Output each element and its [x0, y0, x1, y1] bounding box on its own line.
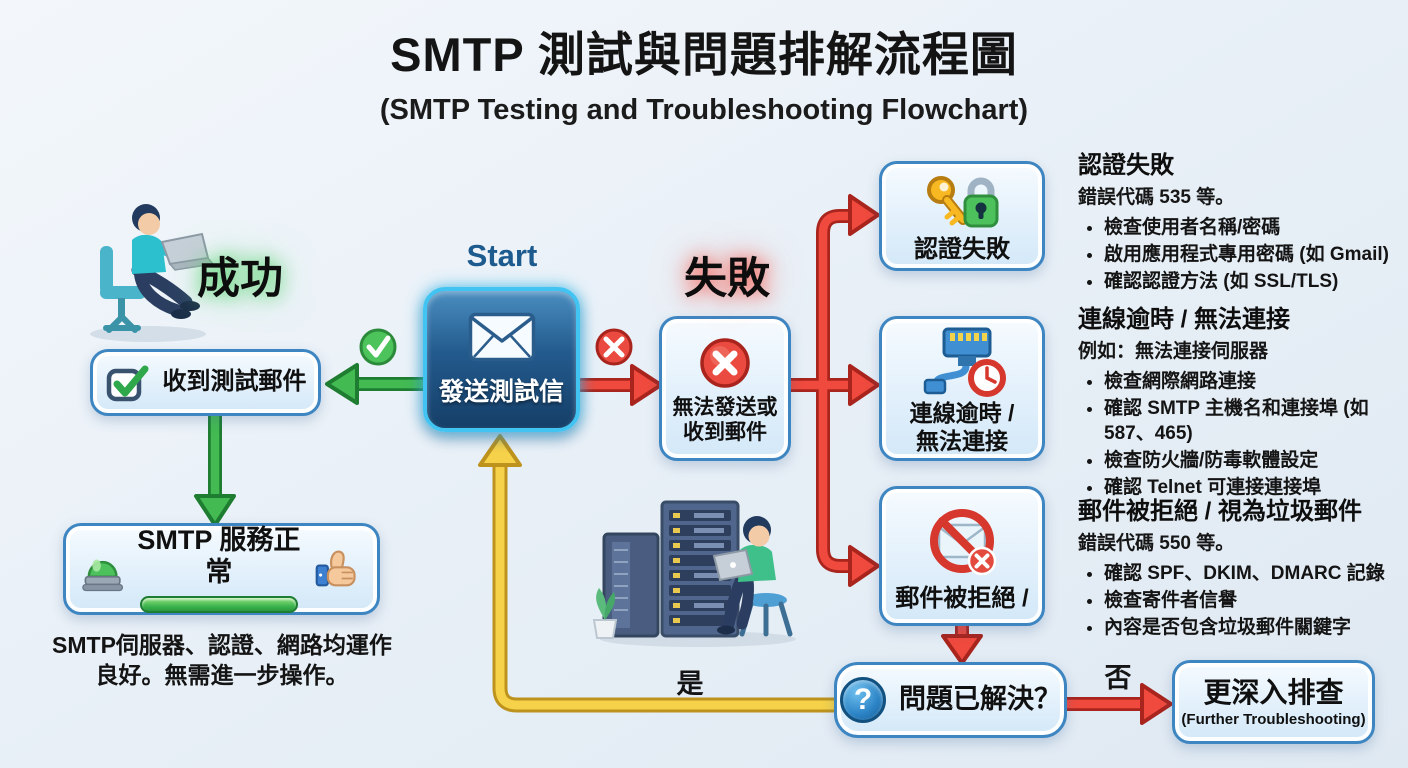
node-label-line1: 連線逾時 / — [909, 400, 1015, 427]
panel-bullet: 內容是否包含垃圾郵件關鍵字 — [1104, 615, 1408, 640]
envelope-icon — [468, 312, 535, 361]
node-label-line2: 無法連接 — [916, 427, 1008, 454]
node-sublabel: (Further Troubleshooting) — [1181, 710, 1366, 728]
node-label: 收到測試郵件 — [162, 368, 307, 396]
node-send-test-mail: 發送測試信 — [423, 287, 580, 432]
panel-title: 郵件被拒絕 / 視為垃圾郵件 — [1078, 498, 1363, 525]
success-check-badge — [359, 328, 397, 366]
green-lamp-icon — [82, 559, 124, 592]
panel-bullet-list: 確認 SPF、DKIM、DMARC 記錄 檢查寄件者信譽 內容是否包含垃圾郵件關… — [1104, 561, 1408, 640]
node-label: SMTP 服務正常 — [137, 525, 301, 587]
node-label-line1: 無法發送或 — [672, 395, 778, 419]
failure-label: 失敗 — [684, 255, 770, 303]
panel-bullet: 檢查防火牆/防毒軟體設定 — [1104, 448, 1408, 473]
page-subtitle: (SMTP Testing and Troubleshooting Flowch… — [379, 94, 1029, 126]
node-label: 郵件被拒絕 / — [895, 584, 1029, 612]
node-label: 更深入排查 — [1203, 677, 1344, 709]
panel-title: 認證失敗 — [1078, 152, 1174, 179]
key-lock-icon — [927, 175, 999, 228]
smtp-ok-note-line2: 良好。無需進一步操作。 — [95, 662, 349, 689]
node-label-line2: 收到郵件 — [683, 420, 767, 444]
yes-label: 是 — [676, 669, 704, 699]
green-progress-bar — [139, 595, 298, 613]
page-title: SMTP 測試與問題排解流程圖 — [390, 28, 1018, 81]
panel-subtitle: 錯誤代碼 535 等。 — [1078, 186, 1235, 208]
node-smtp-service-ok: SMTP 服務正常 — [63, 523, 380, 615]
node-label: 發送測試信 — [438, 377, 564, 406]
panel-bullet-list: 檢查使用者名稱/密碼 啟用應用程式專用密碼 (如 Gmail) 確認認證方法 (… — [1104, 215, 1408, 294]
panel-subtitle: 例如：無法連接伺服器 — [1078, 340, 1269, 362]
panel-connection-timeout: 連線逾時 / 無法連接 例如：無法連接伺服器 檢查網際網路連接 確認 SMTP … — [1078, 306, 1408, 500]
start-label: Start — [466, 238, 538, 273]
panel-bullet: 確認 SPF、DKIM、DMARC 記錄 — [1104, 561, 1408, 586]
panel-bullet: 檢查網際網路連接 — [1104, 369, 1408, 394]
panel-bullet-list: 檢查網際網路連接 確認 SMTP 主機名和連接埠 (如 587、465) 檢查防… — [1104, 369, 1408, 500]
smtp-ok-note: SMTP伺服器、認證、網路均運作 良好。無需進一步操作。 — [38, 630, 406, 691]
panel-subtitle: 錯誤代碼 550 等。 — [1078, 532, 1235, 554]
panel-mail-rejected: 郵件被拒絕 / 視為垃圾郵件 錯誤代碼 550 等。 確認 SPF、DKIM、D… — [1078, 498, 1408, 640]
panel-bullet: 檢查使用者名稱/密碼 — [1104, 215, 1408, 240]
node-label: 認證失敗 — [914, 235, 1010, 263]
error-x-circle-icon — [700, 337, 750, 388]
ethernet-clock-icon — [923, 327, 1006, 398]
node-auth-failed: 認證失敗 — [879, 161, 1045, 271]
thumbs-up-icon — [315, 550, 356, 587]
panel-bullet: 確認認證方法 (如 SSL/TLS) — [1104, 269, 1408, 294]
failure-x-badge — [595, 328, 633, 366]
panel-title: 連線逾時 / 無法連接 — [1078, 306, 1291, 333]
panel-bullet: 確認 Telnet 可連接連接埠 — [1104, 475, 1408, 500]
blocked-envelope-icon — [930, 508, 997, 576]
smtp-ok-note-line1: SMTP伺服器、認證、網路均運作 — [52, 632, 392, 658]
panel-bullet: 啟用應用程式專用密碼 (如 Gmail) — [1104, 242, 1408, 267]
node-connection-timeout: 連線逾時 / 無法連接 — [879, 316, 1045, 461]
node-cannot-send-or-receive: 無法發送或 收到郵件 — [659, 316, 791, 461]
no-label: 否 — [1104, 663, 1132, 693]
node-label: 問題已解決？ — [899, 684, 1061, 715]
node-further-troubleshooting: 更深入排查 (Further Troubleshooting) — [1172, 660, 1375, 744]
panel-bullet: 確認 SMTP 主機名和連接埠 (如 587、465) — [1104, 396, 1408, 446]
success-label: 成功 — [197, 255, 283, 303]
panel-bullet: 檢查寄件者信譽 — [1104, 588, 1408, 613]
panel-auth-failed: 認證失敗 錯誤代碼 535 等。 檢查使用者名稱/密碼 啟用應用程式專用密碼 (… — [1078, 152, 1408, 294]
checkbox-check-icon — [106, 365, 148, 401]
server-room-illustration — [592, 500, 796, 647]
node-received-test-mail: 收到測試郵件 — [90, 349, 321, 416]
node-problem-solved: ? 問題已解決？ — [834, 662, 1067, 738]
node-mail-rejected: 郵件被拒絕 / — [879, 486, 1045, 626]
question-mark-icon: ? — [840, 677, 886, 723]
question-mark-glyph: ? — [853, 683, 873, 716]
